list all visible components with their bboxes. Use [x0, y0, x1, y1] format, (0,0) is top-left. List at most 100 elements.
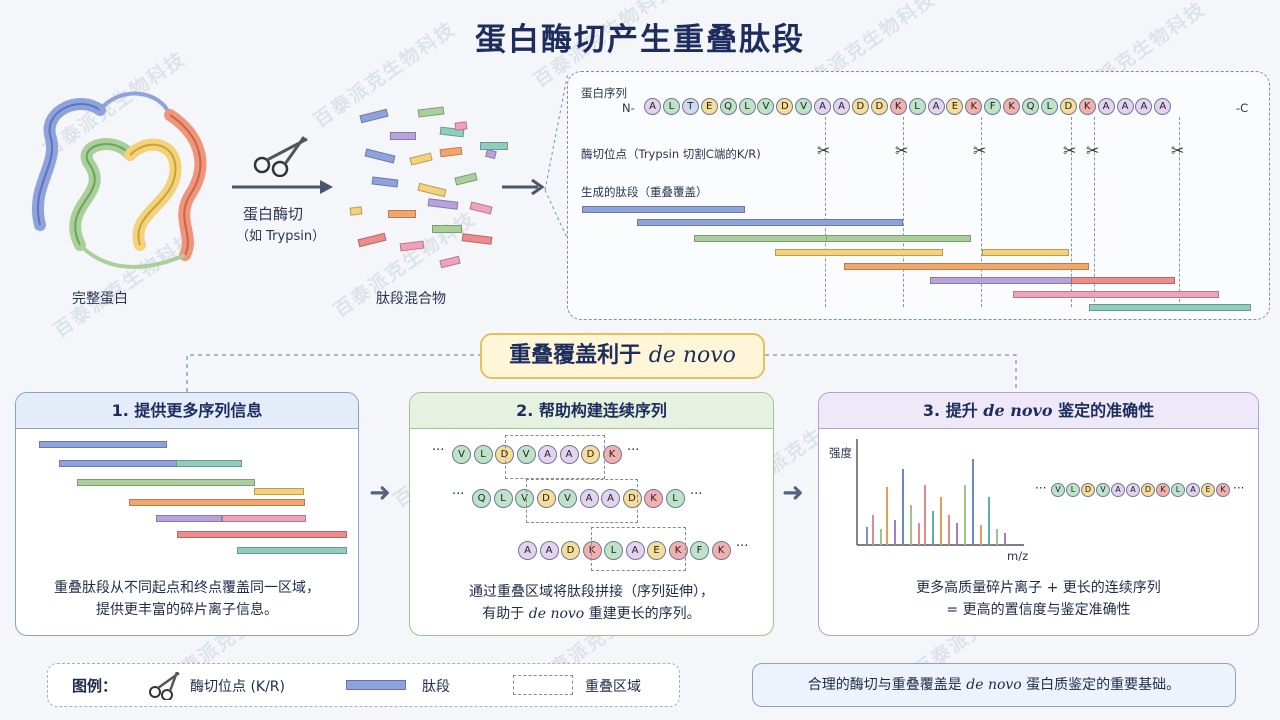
peptide-bar: [1013, 291, 1219, 298]
box3-title-prefix: 3. 提升: [922, 401, 984, 420]
mixture-label: 肽段混合物: [376, 291, 446, 307]
residue-D: D: [561, 541, 580, 560]
residue-A: A: [1135, 98, 1153, 115]
ellipsis: ···: [627, 443, 640, 458]
residue-A: A: [833, 98, 850, 115]
residue-A: A: [644, 98, 661, 115]
mixture-peptide: [454, 121, 468, 131]
residue-D: D: [851, 98, 869, 115]
to-sequence-arrow: [502, 178, 545, 196]
arrow-right-icon: ➜: [782, 478, 804, 508]
overlap-region: [591, 527, 686, 571]
residue-K: K: [889, 98, 907, 115]
mixture-peptide: [388, 210, 416, 218]
mixture-peptide: [399, 240, 425, 252]
residue-K: K: [644, 489, 663, 508]
box1-peptide-bar: [39, 441, 167, 448]
box1-title: 1. 提供更多序列信息: [16, 393, 358, 429]
box1-peptide-bar: [237, 547, 347, 554]
mixture-peptide: [364, 148, 396, 164]
residue-V: V: [1051, 483, 1065, 497]
box-more-sequence-info: 1. 提供更多序列信息 重叠肽段从不同起点和终点覆盖同一区域， 提供更丰富的碎片…: [15, 392, 359, 636]
legend: 图例： 酶切位点 (K/R) 肽段 重叠区域: [47, 663, 680, 707]
residue-A: A: [814, 98, 832, 115]
residue-A: A: [601, 489, 620, 508]
residue-D: D: [581, 445, 600, 464]
box2-text-line1: 通过重叠区域将肽段拼接（序列延伸），: [469, 584, 714, 600]
mixture-peptide: [409, 152, 433, 166]
peptide-bar: [844, 263, 1089, 270]
residue-A: A: [539, 541, 559, 560]
residue-L: L: [908, 98, 926, 115]
banner-italic: de novo: [648, 343, 736, 368]
cleavage-guide-line: [1071, 117, 1072, 307]
box1-text-line2: 提供更丰富的碎片离子信息。: [96, 602, 278, 618]
residue-E: E: [946, 98, 964, 115]
peptide-bar: [582, 206, 745, 213]
mixture-peptide: [439, 255, 461, 269]
overlap-banner: 重叠覆盖利于 de novo: [480, 333, 765, 379]
ellipsis: ···: [452, 487, 465, 502]
peptide-bar: [637, 219, 903, 226]
box3-title: 3. 提升 de novo 鉴定的准确性: [819, 393, 1258, 429]
residue-A: A: [518, 541, 537, 560]
cleavage-guide-line: [981, 117, 982, 307]
page-title: 蛋白酶切产生重叠肽段: [475, 22, 805, 58]
box1-text-line1: 重叠肽段从不同起点和终点覆盖同一区域，: [54, 580, 320, 596]
mixture-peptide: [439, 146, 463, 158]
mixture-peptide: [485, 148, 497, 160]
peptides-label: 生成的肽段（重叠覆盖）: [581, 185, 708, 199]
box1-peptide-bar: [254, 488, 304, 495]
legend-peptide-label: 肽段: [422, 679, 450, 695]
residue-V: V: [1096, 483, 1110, 497]
box2-title: 2. 帮助构建连续序列: [410, 393, 773, 429]
box1-peptide-bar: [59, 460, 177, 467]
cleavage-guide-line: [1179, 117, 1180, 307]
box3-text-line1: 更多高质量碎片离子 + 更长的连续序列: [916, 580, 1161, 596]
scissors-icon: [149, 671, 180, 700]
residue-A: A: [1126, 483, 1140, 497]
box2-line2-prefix: 有助于: [482, 606, 529, 622]
residue-K: K: [602, 445, 622, 464]
residue-V: V: [516, 445, 536, 464]
box2-line2-italic: de novo: [528, 606, 585, 622]
peptide-bar: [982, 249, 1069, 256]
mixture-peptide: [349, 206, 363, 216]
residue-A: A: [579, 489, 599, 508]
scissors-icon: ✂: [1063, 141, 1077, 160]
arrow-right-icon: ➜: [369, 478, 391, 508]
residue-L: L: [1066, 483, 1080, 497]
mixture-peptide: [390, 132, 416, 140]
residue-V: V: [558, 489, 577, 508]
cleavage-guide-line: [825, 117, 826, 307]
peptide-bar: [826, 235, 971, 242]
residue-F: F: [690, 541, 709, 560]
residue-L: L: [473, 445, 493, 464]
residue-A: A: [1111, 483, 1125, 497]
residue-A: A: [625, 541, 645, 560]
residue-K: K: [1003, 98, 1021, 115]
legend-overlap-swatch: [513, 675, 573, 695]
residue-Q: Q: [472, 489, 491, 508]
scissors-icon: ✂: [1086, 141, 1100, 160]
mixture-peptide: [417, 182, 447, 198]
banner-text: 重叠覆盖利于: [509, 343, 649, 368]
residue-D: D: [495, 445, 514, 464]
residue-K: K: [668, 541, 688, 560]
residue-D: D: [1141, 483, 1155, 497]
box3-title-suffix: 鉴定的准确性: [1052, 401, 1155, 420]
box1-peptide-bar: [129, 499, 305, 506]
mixture-peptide: [480, 142, 508, 150]
enzyme-example: （如 Trypsin）: [236, 229, 326, 244]
box1-peptide-bar: [176, 460, 242, 467]
ellipsis: ···: [1233, 481, 1245, 495]
overlap-region: [526, 479, 638, 523]
scissors-icon: ✂: [973, 141, 987, 160]
legend-peptide-swatch: [346, 680, 406, 690]
residue-A: A: [538, 445, 557, 464]
legend-overlap-label: 重叠区域: [585, 679, 641, 695]
scissors-icon: ✂: [1171, 141, 1185, 160]
cleavage-site-label: 酶切位点（Trypsin 切割C端的K/R): [581, 147, 761, 161]
residue-V: V: [515, 489, 534, 508]
